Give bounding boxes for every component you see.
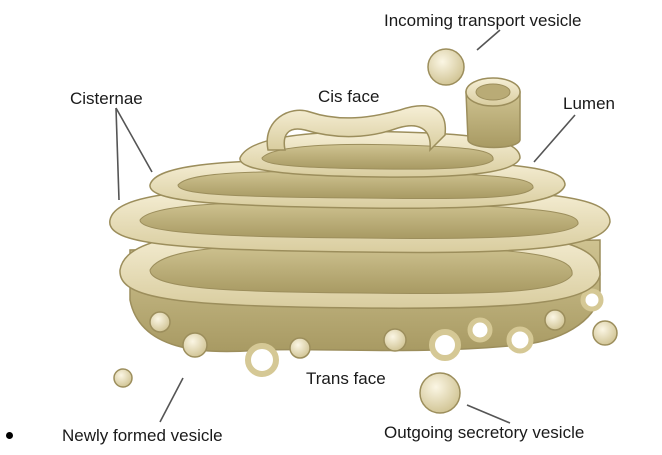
outgoing-vesicle-shape xyxy=(420,373,460,413)
label-incoming-transport-vesicle: Incoming transport vesicle xyxy=(384,12,581,29)
incoming-vesicle-shape xyxy=(428,49,464,85)
label-lumen: Lumen xyxy=(563,95,615,112)
label-cis-face: Cis face xyxy=(318,88,379,105)
label-newly-formed-vesicle: Newly formed vesicle xyxy=(62,427,223,444)
lumen-tube xyxy=(466,78,520,148)
label-cisternae: Cisternae xyxy=(70,90,143,107)
label-outgoing-secretory-vesicle: Outgoing secretory vesicle xyxy=(384,424,584,441)
label-trans-face: Trans face xyxy=(306,370,386,387)
list-bullet xyxy=(6,432,13,439)
